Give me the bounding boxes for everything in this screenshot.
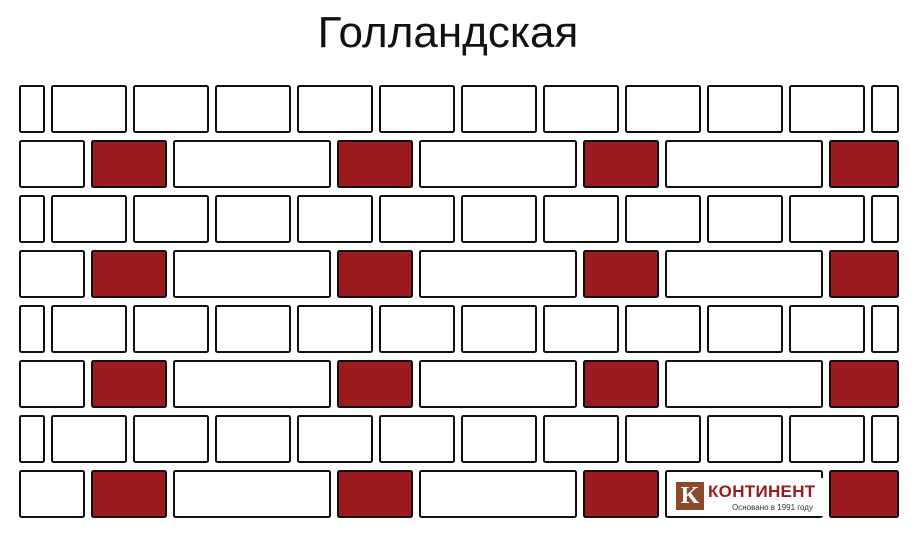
stretcher-brick — [173, 250, 331, 298]
header-brick — [871, 305, 899, 353]
header-brick — [625, 195, 701, 243]
header-brick — [379, 195, 455, 243]
stretcher-brick — [419, 140, 577, 188]
stretcher-brick — [419, 250, 577, 298]
header-brick — [461, 85, 537, 133]
header-brick — [543, 195, 619, 243]
stretcher-brick — [19, 360, 85, 408]
accent-header-brick — [337, 360, 413, 408]
header-brick — [297, 415, 373, 463]
accent-header-brick — [829, 250, 899, 298]
logo-k-icon: K — [676, 482, 704, 510]
accent-header-brick — [829, 470, 899, 518]
header-brick — [297, 85, 373, 133]
stretcher-brick — [419, 470, 577, 518]
header-brick — [51, 305, 127, 353]
header-brick — [871, 415, 899, 463]
stretcher-brick — [173, 360, 331, 408]
stretcher-brick — [19, 140, 85, 188]
header-brick — [543, 85, 619, 133]
header-brick — [625, 85, 701, 133]
header-brick — [789, 305, 865, 353]
stretcher-brick — [173, 470, 331, 518]
accent-header-brick — [91, 140, 167, 188]
header-brick — [215, 415, 291, 463]
header-brick — [461, 195, 537, 243]
stretcher-brick — [19, 250, 85, 298]
accent-header-brick — [91, 470, 167, 518]
header-brick — [461, 415, 537, 463]
accent-header-brick — [829, 140, 899, 188]
stretcher-brick — [665, 250, 823, 298]
header-brick — [707, 85, 783, 133]
header-brick — [543, 305, 619, 353]
header-brick — [625, 305, 701, 353]
accent-header-brick — [583, 470, 659, 518]
header-brick — [19, 415, 45, 463]
accent-header-brick — [337, 140, 413, 188]
header-brick — [133, 195, 209, 243]
logo-tagline: Основано в 1991 году — [732, 503, 813, 512]
header-brick — [19, 85, 45, 133]
header-brick — [51, 415, 127, 463]
header-brick — [51, 85, 127, 133]
header-brick — [871, 195, 899, 243]
accent-header-brick — [337, 470, 413, 518]
header-brick — [133, 305, 209, 353]
header-brick — [297, 305, 373, 353]
header-brick — [789, 85, 865, 133]
accent-header-brick — [583, 250, 659, 298]
accent-header-brick — [337, 250, 413, 298]
stretcher-brick — [173, 140, 331, 188]
header-brick — [707, 195, 783, 243]
header-brick — [625, 415, 701, 463]
accent-header-brick — [583, 360, 659, 408]
accent-header-brick — [91, 360, 167, 408]
header-brick — [707, 415, 783, 463]
page-title: Голландская — [317, 8, 579, 57]
header-brick — [19, 195, 45, 243]
accent-header-brick — [829, 360, 899, 408]
header-brick — [379, 85, 455, 133]
header-brick — [379, 305, 455, 353]
header-brick — [19, 305, 45, 353]
accent-header-brick — [91, 250, 167, 298]
header-brick — [543, 415, 619, 463]
header-brick — [461, 305, 537, 353]
header-brick — [871, 85, 899, 133]
header-brick — [297, 195, 373, 243]
header-brick — [379, 415, 455, 463]
header-brick — [133, 415, 209, 463]
header-brick — [789, 195, 865, 243]
accent-header-brick — [583, 140, 659, 188]
logo-name: КОНТИНЕНТ — [708, 482, 816, 501]
header-brick — [789, 415, 865, 463]
header-brick — [215, 195, 291, 243]
stretcher-brick — [19, 470, 85, 518]
header-brick — [215, 305, 291, 353]
header-brick — [215, 85, 291, 133]
stretcher-brick — [665, 140, 823, 188]
brand-logo: K КОНТИНЕНТ Основано в 1991 году — [672, 478, 824, 516]
header-brick — [707, 305, 783, 353]
stretcher-brick — [665, 360, 823, 408]
header-brick — [51, 195, 127, 243]
header-brick — [133, 85, 209, 133]
stretcher-brick — [419, 360, 577, 408]
